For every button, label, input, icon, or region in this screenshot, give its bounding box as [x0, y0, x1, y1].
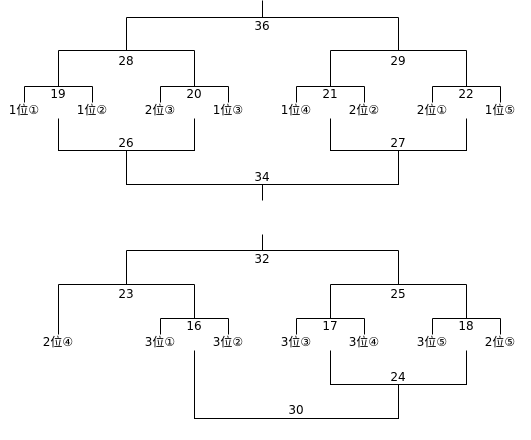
match-21-line	[296, 86, 365, 103]
team-label: 1位③	[213, 102, 243, 117]
match-18-number: 18	[458, 319, 473, 333]
match-16-number: 16	[186, 319, 201, 333]
match-22-line	[432, 86, 501, 103]
team-label: 2位⑤	[485, 334, 515, 349]
match-32-number: 32	[254, 252, 269, 266]
match-29-number: 29	[390, 54, 405, 68]
match-22-number: 22	[458, 87, 473, 101]
match-19-line	[24, 86, 93, 103]
team-label: 3位①	[145, 334, 175, 349]
match-25-line	[330, 284, 467, 319]
team-label: 3位⑤	[417, 334, 447, 349]
match-20-number: 20	[186, 87, 201, 101]
match-23-number: 23	[118, 287, 133, 301]
match-23-line	[58, 284, 195, 335]
top-bracket: 36 28 29 19 20 21 22 26 27 34 1位① 1位② 2位…	[9, 0, 515, 201]
match-18-line	[432, 318, 501, 335]
match-34-line	[126, 150, 399, 201]
match-17-number: 17	[322, 319, 337, 333]
match-25-number: 25	[390, 287, 405, 301]
team-label: 2位④	[43, 334, 73, 349]
match-34-number: 34	[254, 170, 269, 184]
match-19-number: 19	[50, 87, 65, 101]
team-label: 3位③	[281, 334, 311, 349]
team-label: 1位④	[281, 102, 311, 117]
match-26-number: 26	[118, 136, 133, 150]
match-17-line	[296, 318, 365, 335]
match-28-number: 28	[118, 54, 133, 68]
bottom-bracket: 32 23 25 16 17 18 24 30 2位④ 3位① 3位② 3位③ …	[43, 234, 515, 419]
team-label: 2位②	[349, 102, 379, 117]
match-28-line	[58, 50, 195, 87]
team-label: 3位②	[213, 334, 243, 349]
match-21-number: 21	[322, 87, 337, 101]
match-36-number: 36	[254, 19, 269, 33]
match-20-line	[160, 86, 229, 103]
team-label: 1位①	[9, 102, 39, 117]
match-29-line	[330, 50, 467, 87]
match-32-line	[126, 234, 399, 285]
match-27-number: 27	[390, 136, 405, 150]
match-16-line	[160, 318, 229, 335]
team-label: 2位③	[145, 102, 175, 117]
team-label: 3位④	[349, 334, 379, 349]
team-label: 2位①	[417, 102, 447, 117]
match-30-line	[194, 350, 399, 419]
team-label: 1位②	[77, 102, 107, 117]
match-30-number: 30	[288, 403, 303, 417]
match-36-line	[126, 0, 399, 51]
team-label: 1位⑤	[485, 102, 515, 117]
match-24-number: 24	[390, 370, 405, 384]
